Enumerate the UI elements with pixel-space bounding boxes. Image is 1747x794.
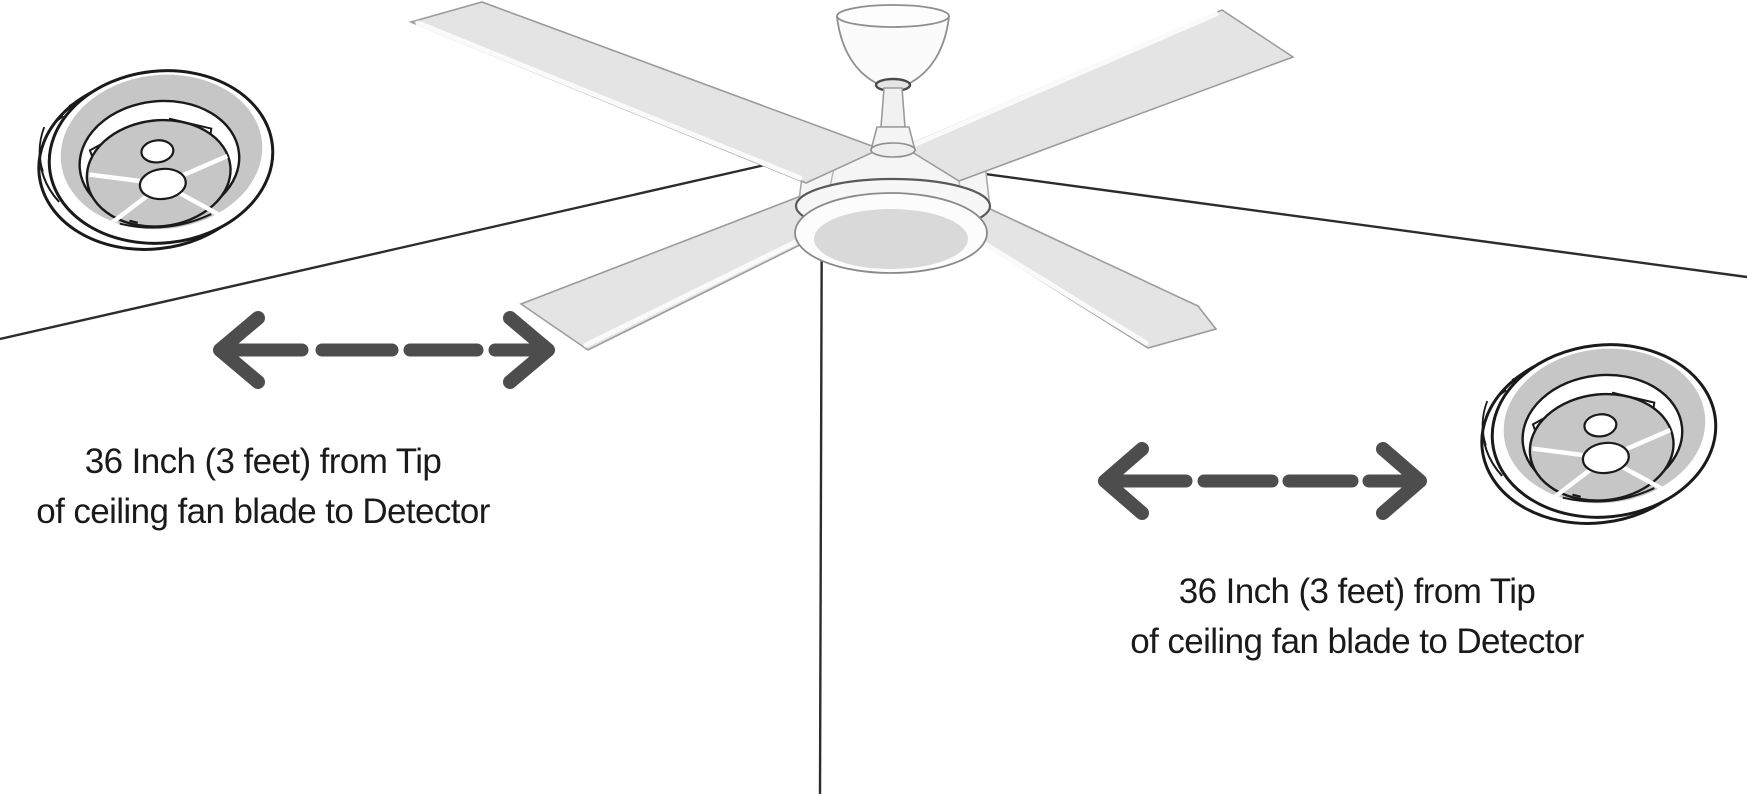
right-measurement-line2: of ceiling fan blade to Detector xyxy=(1130,622,1584,661)
left-measurement-line2: of ceiling fan blade to Detector xyxy=(36,492,490,531)
distance-arrow-right xyxy=(1098,442,1427,520)
ceiling-edge-left-line xyxy=(0,150,823,341)
right-measurement-label: 36 Inch (3 feet) from Tip of ceiling fan… xyxy=(1107,567,1607,667)
right-measurement-line1: 36 Inch (3 feet) from Tip xyxy=(1178,572,1536,611)
distance-arrow-left xyxy=(213,311,555,389)
smoke-detector-icon-left xyxy=(30,60,282,261)
left-measurement-label: 36 Inch (3 feet) from Tip of ceiling fan… xyxy=(13,437,513,537)
left-measurement-line1: 36 Inch (3 feet) from Tip xyxy=(84,442,442,481)
smoke-detector-icon-right xyxy=(1473,334,1725,535)
ceiling-fan-icon xyxy=(408,1,1295,351)
